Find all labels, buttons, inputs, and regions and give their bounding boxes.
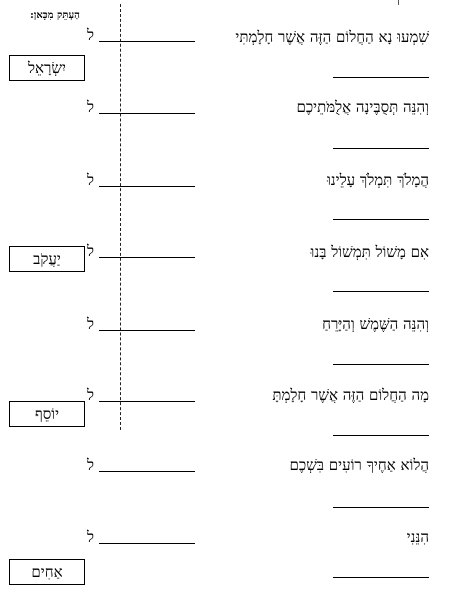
cut-line (120, 4, 121, 430)
sentence-7: הֲלוֹא אַחֶיךָ רוֹעִים בִּשְׁכֶם (289, 456, 430, 474)
word-card-yaakov[interactable]: יַעֲקֹב (9, 246, 85, 272)
copy-line-2[interactable] (333, 148, 429, 149)
word-card-yosef[interactable]: יוֹסֵף (9, 401, 85, 427)
sentence-5: וְהִנֵּה הַשֶּׁמֶשׁ וְהַיָּרֵחַ (322, 315, 429, 333)
answer-blank-2[interactable] (99, 113, 195, 114)
copy-line-5[interactable] (333, 364, 429, 365)
copy-line-3[interactable] (333, 219, 429, 220)
copy-line-7[interactable] (333, 507, 429, 508)
answer-prefix-8: ל (87, 528, 95, 546)
answer-blank-6[interactable] (99, 401, 195, 402)
sentence-2: וְהִנֵּה תְּסֻבֶּינָה אֲלֻמֹּתֵיכֶם (296, 98, 429, 116)
copy-line-8[interactable] (333, 577, 429, 578)
copy-line-6[interactable] (333, 435, 429, 436)
sentence-8: הִנֵּנִי (406, 528, 429, 546)
word-card-achim[interactable]: אַחִים (9, 559, 85, 585)
answer-prefix-2: ל (87, 98, 95, 116)
answer-blank-4[interactable] (99, 257, 195, 258)
answer-blank-5[interactable] (99, 330, 195, 331)
sentence-6: מָה הַחֲלוֹם הַזֶּה אֲשֶׁר חָלָמְתָּ (272, 386, 429, 404)
answer-prefix-6: ל (87, 386, 95, 404)
word-card-yisrael[interactable]: יִשְׂרָאֵל (9, 55, 85, 81)
answer-prefix-3: ל (87, 171, 95, 189)
copy-from-here-label: הַעְתֵּק מִכָּאן: (30, 10, 80, 21)
sentence-3: הֲמָלֹךְ תִּמְלֹךְ עָלֵינוּ (326, 171, 429, 189)
copy-line-4[interactable] (333, 291, 429, 292)
clipped-top-text: ךְ (300, 0, 400, 5)
answer-prefix-1: ל (87, 26, 95, 44)
answer-prefix-7: ל (87, 456, 95, 474)
answer-blank-3[interactable] (99, 186, 195, 187)
answer-blank-8[interactable] (99, 543, 195, 544)
answer-blank-1[interactable] (99, 41, 195, 42)
answer-blank-7[interactable] (99, 471, 195, 472)
sentence-4: אִם מָשׁוֹל תִּמְשׁוֹל בָּנוּ (310, 243, 430, 261)
sentence-1: שִׁמְעוּ נָא הַחֲלוֹם הַזֶּה אֲשֶׁר חָלָ… (235, 28, 429, 46)
copy-line-1[interactable] (333, 77, 429, 78)
answer-prefix-4: ל (87, 242, 95, 260)
answer-prefix-5: ל (87, 315, 95, 333)
